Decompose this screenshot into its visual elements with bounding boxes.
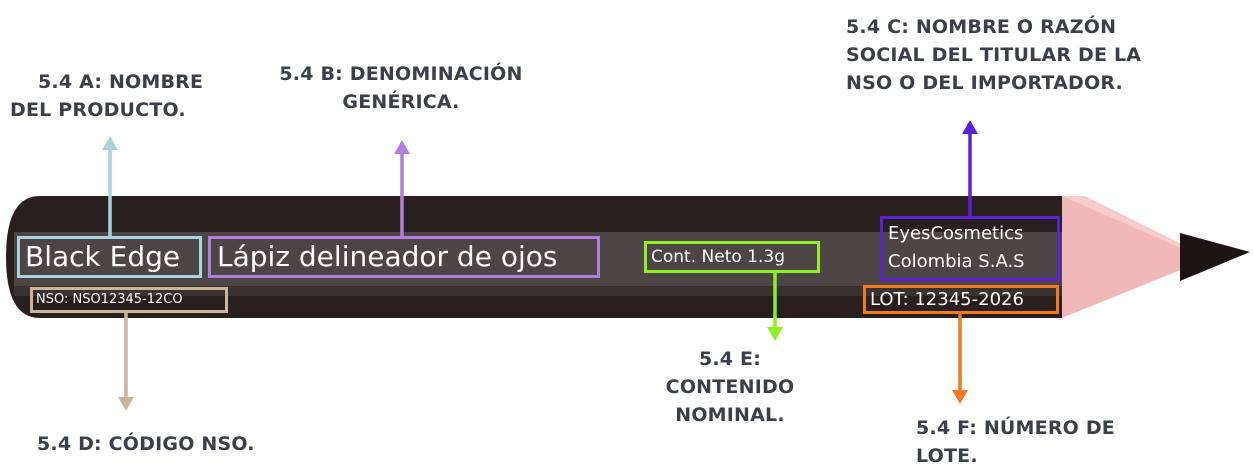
callout-c-line-1: 5.4 C: NOMBRE O RAZÓN (846, 16, 1117, 38)
product-name-box: Black Edge (17, 236, 202, 278)
lot-number: LOT: 12345-2026 (870, 289, 1024, 310)
callout-f-line-1: 5.4 F: NÚMERO DE (916, 417, 1115, 439)
callout-e-line-3: NOMINAL. (675, 404, 785, 426)
product-name: Black Edge (25, 240, 181, 273)
arrow-a (102, 136, 118, 238)
holder-line-1: EyesCosmetics (888, 223, 1024, 244)
arrow-c (962, 120, 978, 218)
callout-a: 5.4 A: NOMBRE DEL PRODUCTO. (10, 68, 230, 124)
callout-c: 5.4 C: NOMBRE O RAZÓN SOCIAL DEL TITULAR… (846, 13, 1206, 97)
callout-f-line-2: LOTE. (916, 445, 978, 467)
holder-name-box: EyesCosmetics Colombia S.A.S (880, 216, 1060, 281)
callout-c-line-2: SOCIAL DEL TITULAR DE LA (846, 44, 1142, 66)
callout-b-line-2: GENÉRICA. (342, 91, 460, 113)
pencil-lower-band (14, 286, 1062, 296)
net-content-box: Cont. Neto 1.3g (644, 241, 820, 273)
arrow-b (394, 140, 410, 238)
net-content: Cont. Neto 1.3g (651, 247, 785, 267)
callout-e-line-2: CONTENIDO (665, 376, 795, 398)
pencil-tip (1180, 233, 1250, 281)
pencil-wood (1062, 196, 1190, 318)
arrow-d (118, 313, 134, 411)
lot-number-box: LOT: 12345-2026 (863, 285, 1059, 314)
callout-a-line-2: DEL PRODUCTO. (10, 99, 186, 121)
callout-b-line-1: 5.4 B: DENOMINACIÓN (279, 63, 523, 85)
callout-d: 5.4 D: CÓDIGO NSO. (37, 430, 297, 458)
callout-e: 5.4 E: CONTENIDO NOMINAL. (655, 345, 805, 429)
callout-f: 5.4 F: NÚMERO DE LOTE. (916, 414, 1156, 470)
arrow-f (952, 313, 968, 404)
generic-name: Lápiz delineador de ojos (217, 240, 558, 273)
callout-c-line-3: NSO O DEL IMPORTADOR. (846, 72, 1123, 94)
nso-code-box: NSO: NSO12345-12CO (30, 287, 228, 313)
generic-name-box: Lápiz delineador de ojos (208, 236, 600, 278)
holder-line-2: Colombia S.A.S (888, 251, 1025, 272)
callout-a-line-1: 5.4 A: NOMBRE (38, 71, 204, 93)
nso-code: NSO: NSO12345-12CO (36, 292, 183, 307)
callout-b: 5.4 B: DENOMINACIÓN GENÉRICA. (256, 60, 546, 116)
callout-e-line-1: 5.4 E: (698, 348, 762, 370)
pencil-wood-shade (1062, 196, 1190, 252)
arrow-e (767, 272, 783, 341)
callout-d-line-1: 5.4 D: CÓDIGO NSO. (37, 433, 255, 455)
